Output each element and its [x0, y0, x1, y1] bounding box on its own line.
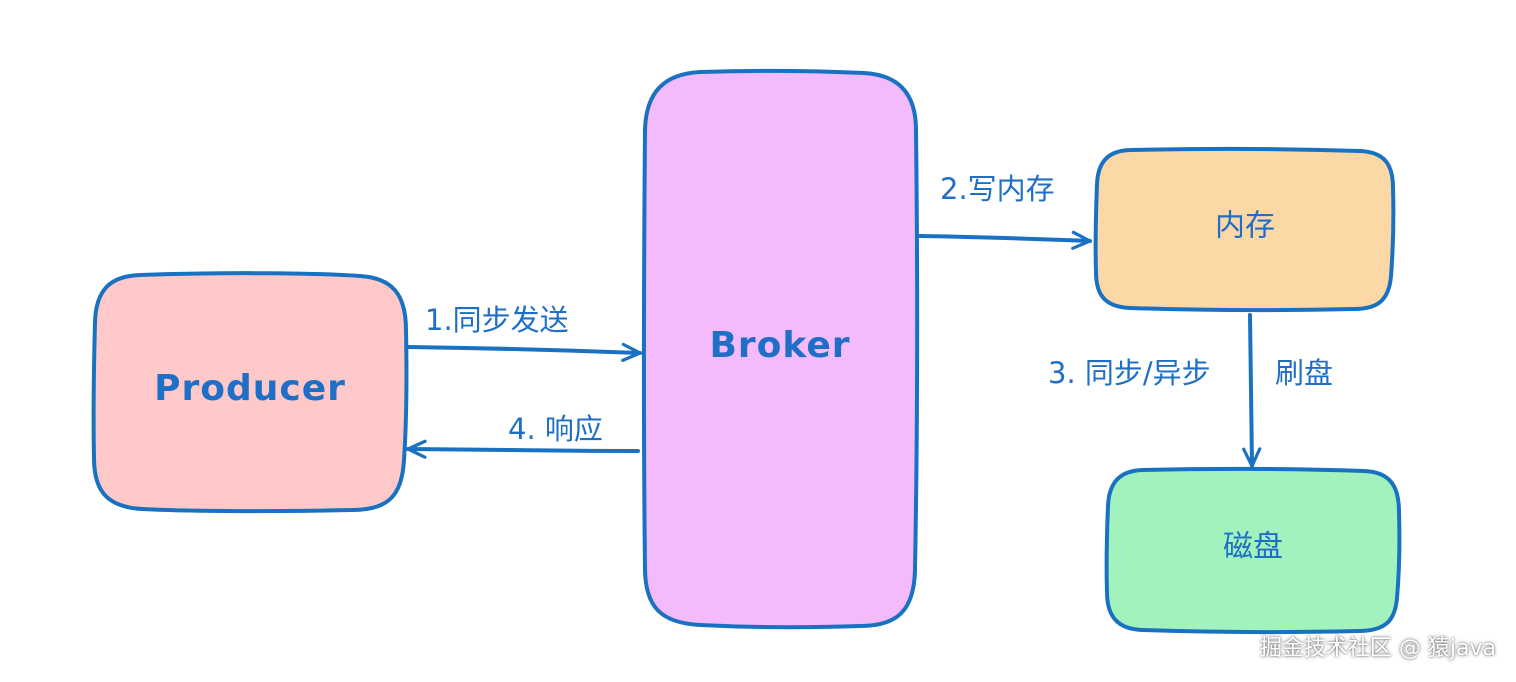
producer-node: Producer	[91, 271, 409, 514]
broker-node: Broker	[641, 68, 920, 630]
watermark: 掘金技术社区 @ 猿java	[1259, 636, 1496, 661]
flush-label: 刷盘	[1275, 356, 1333, 390]
broker-label: Broker	[709, 325, 850, 366]
sync-send-line	[406, 347, 642, 353]
disk-box	[1104, 466, 1402, 635]
memory-box	[1093, 146, 1396, 313]
broker-box	[641, 68, 920, 630]
response-line	[406, 449, 640, 451]
write-memory-label: 2.写内存	[940, 172, 1055, 206]
flush-line	[1250, 313, 1252, 468]
memory-node: 内存	[1093, 146, 1396, 313]
response-arrow: 4. 响应	[406, 412, 640, 451]
memory-label: 内存	[1215, 209, 1275, 244]
sync-send-label: 1.同步发送	[425, 303, 569, 337]
producer-box	[91, 271, 409, 514]
disk-label: 磁盘	[1223, 530, 1283, 565]
producer-label: Producer	[154, 368, 346, 409]
response-label: 4. 响应	[508, 412, 603, 446]
sync-send-arrow: 1.同步发送	[406, 303, 642, 353]
write-memory-arrow: 2.写内存	[918, 172, 1092, 241]
flush-arrow: 3. 同步/异步 刷盘	[1048, 313, 1333, 468]
write-memory-line	[918, 236, 1092, 241]
flush-mode-label: 3. 同步/异步	[1048, 356, 1211, 390]
disk-node: 磁盘	[1104, 466, 1402, 635]
